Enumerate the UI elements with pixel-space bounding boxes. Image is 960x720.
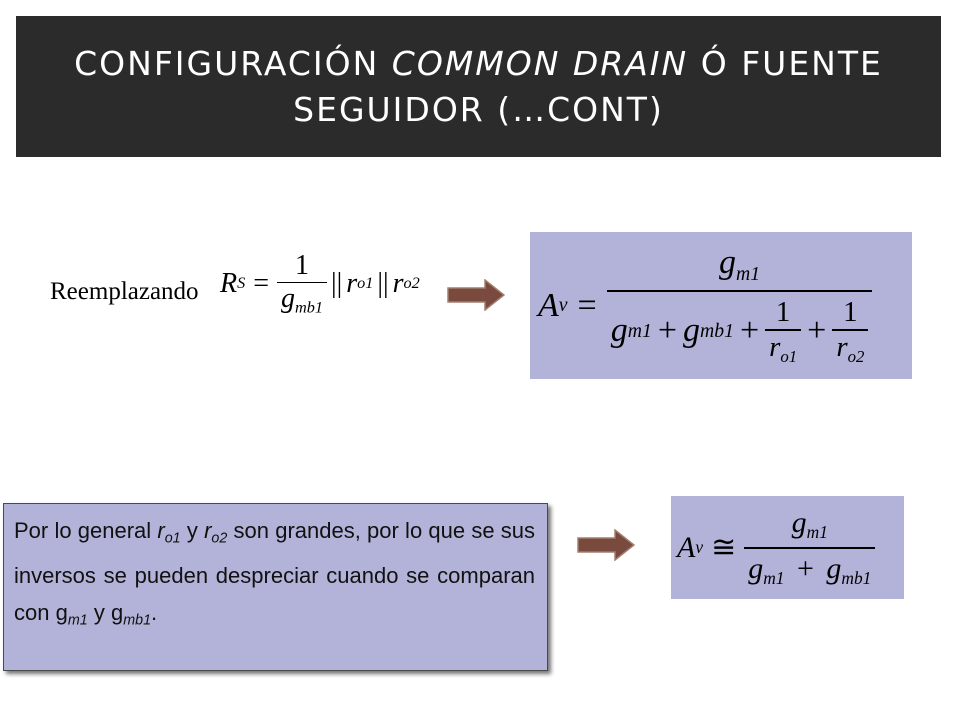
note-g2: g bbox=[110, 600, 124, 626]
ava-denominator: gm1 + gmb1 bbox=[744, 546, 876, 589]
av-f2-var: r bbox=[836, 331, 848, 364]
rs-r1-var: r bbox=[346, 267, 358, 299]
av-f2-num: 1 bbox=[843, 296, 858, 329]
ava-lhs-var: A bbox=[677, 530, 696, 564]
note-t1: Por lo general bbox=[14, 518, 158, 543]
av-f2-den: ro2 bbox=[832, 329, 869, 367]
arrow-right-icon bbox=[577, 529, 635, 561]
av-f1-var: r bbox=[769, 331, 781, 364]
av-num-var: g bbox=[718, 244, 736, 282]
av-numerator: gm1 bbox=[715, 244, 764, 290]
av-plus-1: + bbox=[657, 312, 677, 350]
av-f1-sub: o1 bbox=[780, 346, 798, 366]
av-lhs-sub: v bbox=[558, 294, 568, 316]
note-box: Por lo general ro1 y ro2 son grandes, po… bbox=[3, 503, 548, 671]
ava-num-var: g bbox=[791, 506, 807, 540]
av-f1-num: 1 bbox=[775, 296, 791, 329]
ava-den-g2-sub: mb1 bbox=[841, 567, 872, 588]
rs-lhs-sub: S bbox=[237, 274, 246, 293]
note-g1-sub: m1 bbox=[67, 612, 88, 629]
ava-num-sub: m1 bbox=[806, 522, 828, 543]
rs-lhs-var: R bbox=[220, 267, 238, 299]
note-text: Por lo general ro1 y ro2 son grandes, po… bbox=[14, 512, 535, 640]
av-inner-fraction-1: 1 ro1 bbox=[765, 296, 802, 367]
rs-r2-sub: o2 bbox=[403, 274, 420, 293]
title-text-1: CONFIGURACIÓN bbox=[74, 43, 392, 83]
title-text-2: Ó FUENTE bbox=[688, 43, 883, 83]
note-g2-sub: mb1 bbox=[123, 612, 152, 629]
note-t5: . bbox=[151, 600, 158, 626]
av-den-g1-sub: m1 bbox=[627, 319, 652, 342]
ava-fraction: gm1 gm1 + gmb1 bbox=[744, 506, 876, 589]
rs-parallel-1: || bbox=[331, 267, 343, 299]
title-line-1: CONFIGURACIÓN COMMON DRAIN Ó FUENTE bbox=[74, 41, 883, 87]
av-num-sub: m1 bbox=[735, 263, 761, 286]
note-r2: r bbox=[204, 518, 212, 543]
rs-r2-var: r bbox=[392, 267, 404, 299]
rs-frac-den: gmb1 bbox=[277, 282, 327, 318]
note-r2-sub: o2 bbox=[211, 530, 228, 547]
av-equals: = bbox=[577, 286, 597, 324]
rs-parallel-2: || bbox=[377, 267, 389, 299]
ava-plus: + bbox=[796, 551, 814, 585]
title-line-2: SEGUIDOR (…CONT) bbox=[293, 89, 664, 129]
ava-den-g1-sub: m1 bbox=[763, 567, 785, 588]
rs-r1-sub: o1 bbox=[357, 274, 374, 293]
note-t3: son grandes, por lo que se sus inversos … bbox=[14, 518, 536, 626]
rs-den-var: g bbox=[281, 283, 296, 314]
note-r1-sub: o1 bbox=[164, 530, 181, 547]
rs-den-sub: mb1 bbox=[295, 298, 323, 317]
ava-den-g1-var: g bbox=[748, 551, 764, 585]
av-den-g1-var: g bbox=[610, 312, 628, 350]
av-inner-fraction-2: 1 ro2 bbox=[832, 296, 869, 367]
ava-den-g2-var: g bbox=[826, 551, 842, 585]
av-plus-3: + bbox=[807, 312, 827, 350]
ava-lhs-sub: v bbox=[695, 537, 704, 557]
av-plus-2: + bbox=[739, 312, 760, 350]
rs-frac-num: 1 bbox=[295, 250, 310, 281]
title-italic-text: COMMON DRAIN bbox=[391, 43, 689, 83]
note-t2: y bbox=[180, 518, 205, 543]
reemplazando-label: Reemplazando bbox=[50, 278, 199, 305]
rs-equals: = bbox=[253, 267, 270, 299]
ava-numerator: gm1 bbox=[788, 506, 832, 546]
note-t4: y bbox=[87, 600, 111, 626]
av-f1-den: ro1 bbox=[765, 329, 802, 367]
rs-fraction: 1 gmb1 bbox=[277, 250, 327, 318]
av-den-g2-var: g bbox=[683, 312, 700, 350]
av-f2-sub: o2 bbox=[847, 346, 865, 366]
note-g1: g bbox=[55, 600, 68, 626]
arrow-right-icon bbox=[447, 279, 505, 311]
av-den-g2-sub: mb1 bbox=[700, 319, 734, 342]
note-r1: r bbox=[157, 518, 165, 543]
ava-approx-equals: ≅ bbox=[711, 531, 737, 564]
title-bar: CONFIGURACIÓN COMMON DRAIN Ó FUENTE SEGU… bbox=[16, 16, 941, 157]
av-lhs-var: A bbox=[538, 286, 559, 324]
